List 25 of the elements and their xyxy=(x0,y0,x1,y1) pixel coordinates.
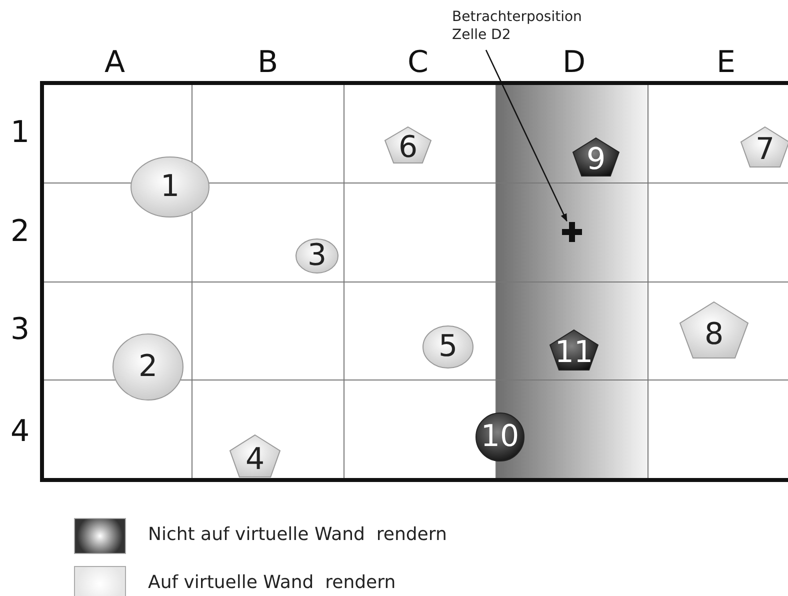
row-label: 4 xyxy=(10,417,30,447)
circle-marker: 10 xyxy=(475,412,525,462)
pentagon-marker: 8 xyxy=(679,301,749,359)
legend-text: Auf virtuelle Wand rendern xyxy=(148,572,396,593)
circle-marker: 3 xyxy=(295,238,339,274)
row-label: 2 xyxy=(10,217,30,247)
legend-text: Nicht auf virtuelle Wand rendern xyxy=(148,524,447,545)
row-label: 1 xyxy=(10,118,30,148)
circle-marker: 5 xyxy=(422,325,474,369)
pentagon-marker: 11 xyxy=(549,329,599,371)
row-label: 3 xyxy=(10,315,30,345)
column-label: E xyxy=(716,48,736,78)
leader-arrow xyxy=(485,50,568,222)
callout-text: Betrachterposition Zelle D2 xyxy=(452,8,602,48)
circle-marker: 1 xyxy=(130,156,210,218)
pentagon-marker: 7 xyxy=(740,126,788,168)
circle-marker: 2 xyxy=(112,333,184,401)
pentagon-marker: 6 xyxy=(384,126,432,164)
pentagon-marker: 9 xyxy=(572,137,620,177)
column-label: D xyxy=(562,48,586,78)
column-label: C xyxy=(408,48,428,78)
column-label: A xyxy=(104,48,126,78)
column-label: B xyxy=(258,48,278,78)
cross-marker xyxy=(561,221,583,243)
pentagon-marker: 4 xyxy=(229,434,281,478)
